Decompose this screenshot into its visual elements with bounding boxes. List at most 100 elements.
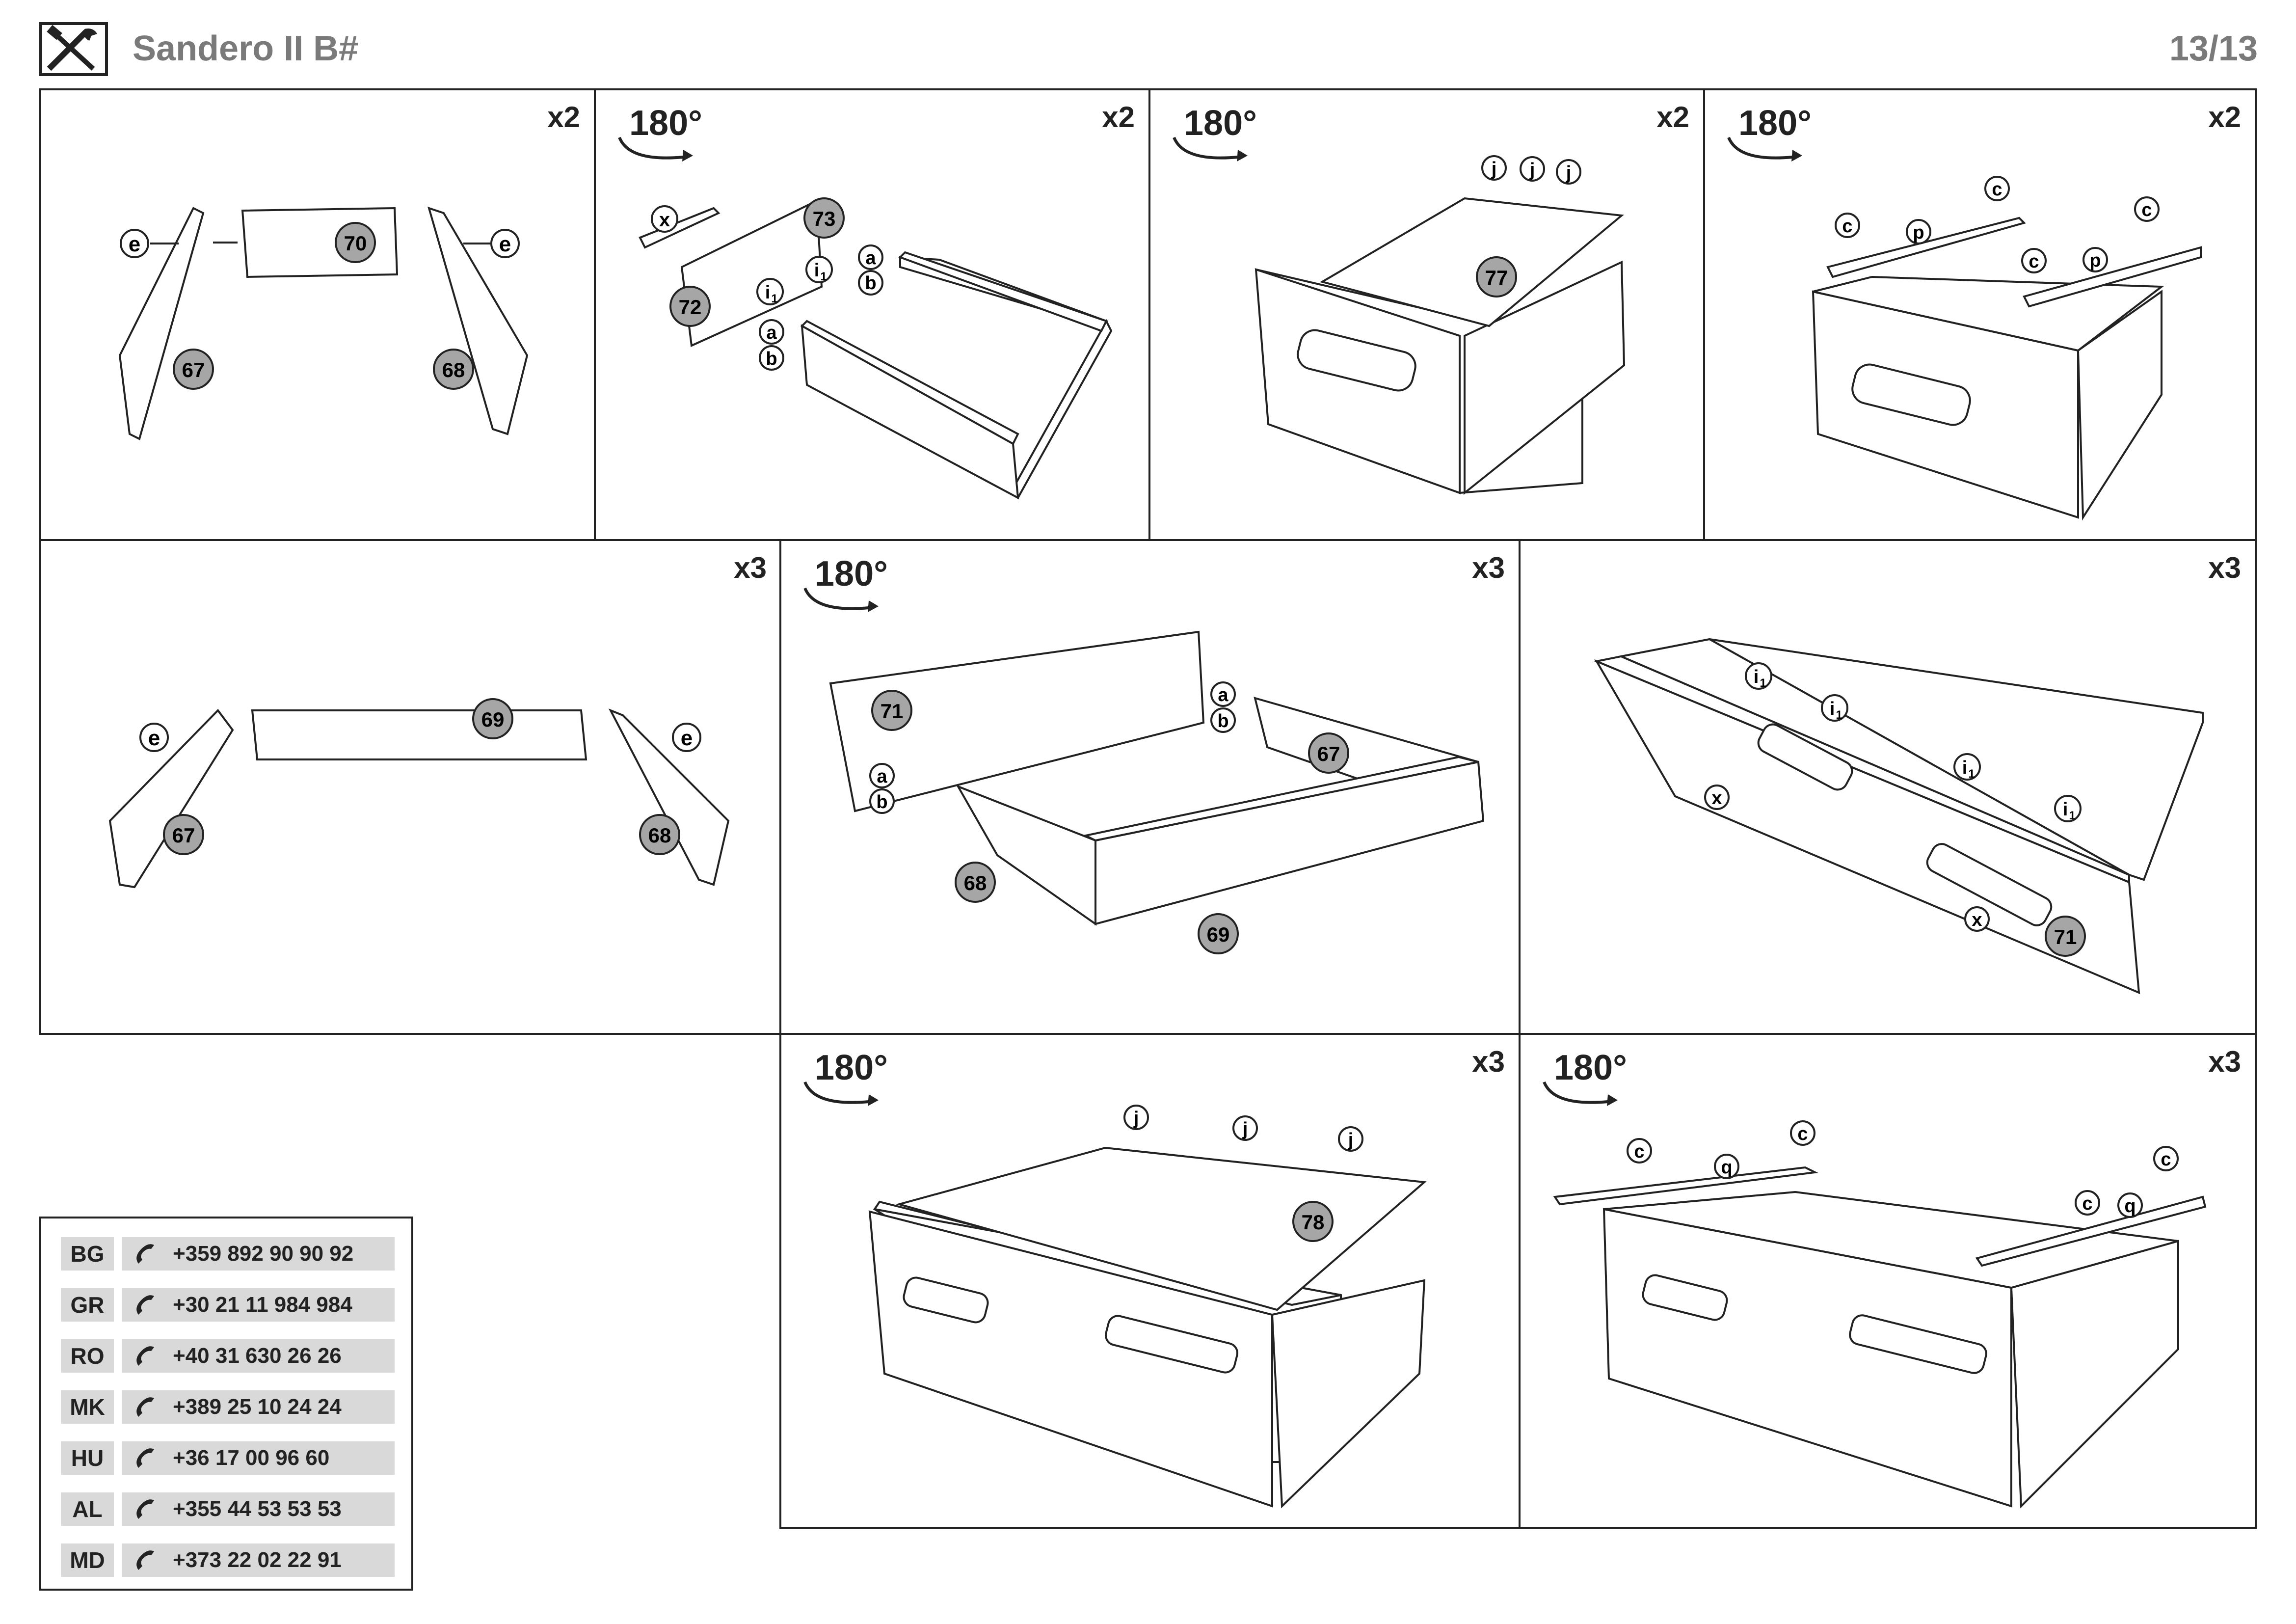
phone-icon bbox=[136, 1244, 154, 1264]
step-panel-5: x3 e e 69 67 68 bbox=[39, 539, 782, 1035]
contact-row: GR +30 21 11 984 984 bbox=[61, 1288, 395, 1322]
svg-text:71: 71 bbox=[881, 700, 904, 723]
svg-text:j: j bbox=[1348, 1130, 1354, 1150]
svg-text:71: 71 bbox=[2054, 925, 2077, 948]
svg-text:j: j bbox=[1491, 159, 1497, 179]
svg-text:c: c bbox=[1797, 1124, 1808, 1144]
contact-row: MK +389 25 10 24 24 bbox=[61, 1390, 395, 1424]
contact-row: MD +373 22 02 22 91 bbox=[61, 1543, 395, 1577]
step-panel-6: 180° x3 71 67 68 69 a b a b bbox=[779, 539, 1521, 1035]
svg-text:68: 68 bbox=[964, 871, 987, 894]
svg-text:a: a bbox=[1218, 685, 1228, 705]
assembly-drawing: c p c c p c bbox=[1812, 176, 2202, 521]
svg-text:e: e bbox=[148, 726, 160, 750]
svg-text:1: 1 bbox=[1836, 708, 1842, 722]
svg-text:b: b bbox=[766, 349, 777, 369]
svg-text:e: e bbox=[681, 726, 693, 750]
assembly-drawing: e e 70 67 68 bbox=[118, 206, 529, 440]
svg-text:j: j bbox=[1133, 1108, 1139, 1129]
contact-row: RO +40 31 630 26 26 bbox=[61, 1339, 395, 1373]
contact-row: AL +355 44 53 53 53 bbox=[61, 1492, 395, 1526]
country-code: BG bbox=[61, 1237, 114, 1271]
svg-text:q: q bbox=[1721, 1157, 1732, 1178]
step-panel-2: 180° x2 x 73 72 i 1 i 1 a bbox=[594, 88, 1150, 541]
assembly-drawing: c q c c q c bbox=[1553, 1120, 2207, 1509]
svg-text:c: c bbox=[1842, 216, 1852, 237]
svg-text:c: c bbox=[1992, 179, 2002, 200]
step-panel-7: x3 71 x x i 1 i 1 i 1 i 1 bbox=[1519, 539, 2257, 1035]
quantity-label: x3 bbox=[734, 551, 767, 584]
fitting-e-text: e bbox=[129, 232, 140, 256]
step-panel-4: 180° x2 c p c c p c bbox=[1703, 88, 2257, 541]
fitting-x-text: x bbox=[659, 209, 670, 231]
rotate-180-icon: 180° bbox=[795, 554, 908, 618]
fitting-e-text: e bbox=[499, 232, 511, 256]
svg-text:69: 69 bbox=[1207, 923, 1230, 946]
svg-text:b: b bbox=[865, 273, 876, 294]
country-code: MK bbox=[61, 1390, 114, 1424]
phone-icon bbox=[136, 1448, 154, 1468]
svg-text:i: i bbox=[1754, 667, 1759, 687]
rotate-180-icon: 180° bbox=[610, 103, 722, 167]
svg-text:1: 1 bbox=[1968, 767, 1975, 781]
step-panel-8: 180° x3 78 j j j bbox=[779, 1033, 1521, 1529]
part-number: 73 bbox=[813, 207, 836, 230]
svg-text:1: 1 bbox=[771, 292, 777, 305]
part-badge bbox=[335, 222, 376, 263]
svg-text:q: q bbox=[2124, 1196, 2136, 1217]
phone-number: +30 21 11 984 984 bbox=[173, 1293, 352, 1317]
quantity-label: x3 bbox=[2208, 1045, 2241, 1078]
svg-text:c: c bbox=[2029, 251, 2039, 272]
quantity-label: x2 bbox=[547, 101, 580, 134]
part-badge bbox=[433, 349, 474, 390]
part-number: 69 bbox=[481, 708, 505, 731]
svg-text:j: j bbox=[1242, 1119, 1248, 1139]
tools-icon bbox=[39, 22, 108, 76]
svg-text:c: c bbox=[2161, 1149, 2171, 1170]
svg-text:b: b bbox=[1217, 711, 1228, 731]
part-number: 70 bbox=[344, 232, 367, 255]
svg-text:a: a bbox=[766, 323, 777, 343]
svg-text:c: c bbox=[2141, 200, 2152, 220]
phone-number: +36 17 00 96 60 bbox=[173, 1446, 330, 1470]
phone-icon bbox=[136, 1295, 154, 1315]
phone-icon bbox=[136, 1397, 154, 1417]
country-code: GR bbox=[61, 1288, 114, 1322]
svg-text:x: x bbox=[1711, 788, 1722, 809]
svg-text:i: i bbox=[1962, 758, 1968, 778]
assembly-drawing: e e 69 67 68 bbox=[108, 698, 730, 889]
quantity-label: x3 bbox=[1472, 551, 1505, 584]
svg-text:c: c bbox=[2082, 1193, 2092, 1214]
svg-text:j: j bbox=[1566, 162, 1572, 183]
assembly-drawing: x 73 72 i 1 i 1 a b a b bbox=[639, 197, 1113, 500]
quantity-label: x2 bbox=[1656, 101, 1689, 134]
svg-text:1: 1 bbox=[2069, 809, 2075, 822]
contact-row: BG +359 892 90 90 92 bbox=[61, 1237, 395, 1271]
part-number: 72 bbox=[679, 296, 702, 319]
contact-row: HU +36 17 00 96 60 bbox=[61, 1441, 395, 1475]
country-code: RO bbox=[61, 1339, 114, 1373]
phone-number: +359 892 90 90 92 bbox=[173, 1242, 354, 1266]
phone-icon bbox=[136, 1499, 154, 1519]
fitting-e-label bbox=[490, 229, 520, 258]
fitting-e-label bbox=[120, 229, 149, 258]
page-title: Sandero II B# bbox=[133, 29, 359, 68]
fitting-i-text: i bbox=[814, 260, 820, 281]
fitting-i-text: i bbox=[765, 282, 771, 303]
svg-text:i: i bbox=[1830, 699, 1835, 719]
phone-icon bbox=[136, 1346, 154, 1366]
phone-icon bbox=[136, 1550, 154, 1570]
quantity-label: x2 bbox=[2208, 101, 2241, 134]
phone-number: +355 44 53 53 53 bbox=[173, 1497, 342, 1521]
part-number: 67 bbox=[182, 358, 205, 381]
part-number: 67 bbox=[172, 824, 195, 847]
svg-text:c: c bbox=[1634, 1141, 1644, 1162]
quantity-label: x3 bbox=[2208, 551, 2241, 584]
part-number: 77 bbox=[1485, 266, 1508, 289]
svg-text:1: 1 bbox=[820, 270, 827, 283]
step-panel-9: 180° x3 c q c c q c bbox=[1519, 1033, 2257, 1529]
phone-number: +389 25 10 24 24 bbox=[173, 1395, 342, 1419]
assembly-drawing: 78 j j j bbox=[868, 1105, 1427, 1509]
country-code: HU bbox=[61, 1441, 114, 1475]
svg-text:78: 78 bbox=[1302, 1211, 1325, 1234]
